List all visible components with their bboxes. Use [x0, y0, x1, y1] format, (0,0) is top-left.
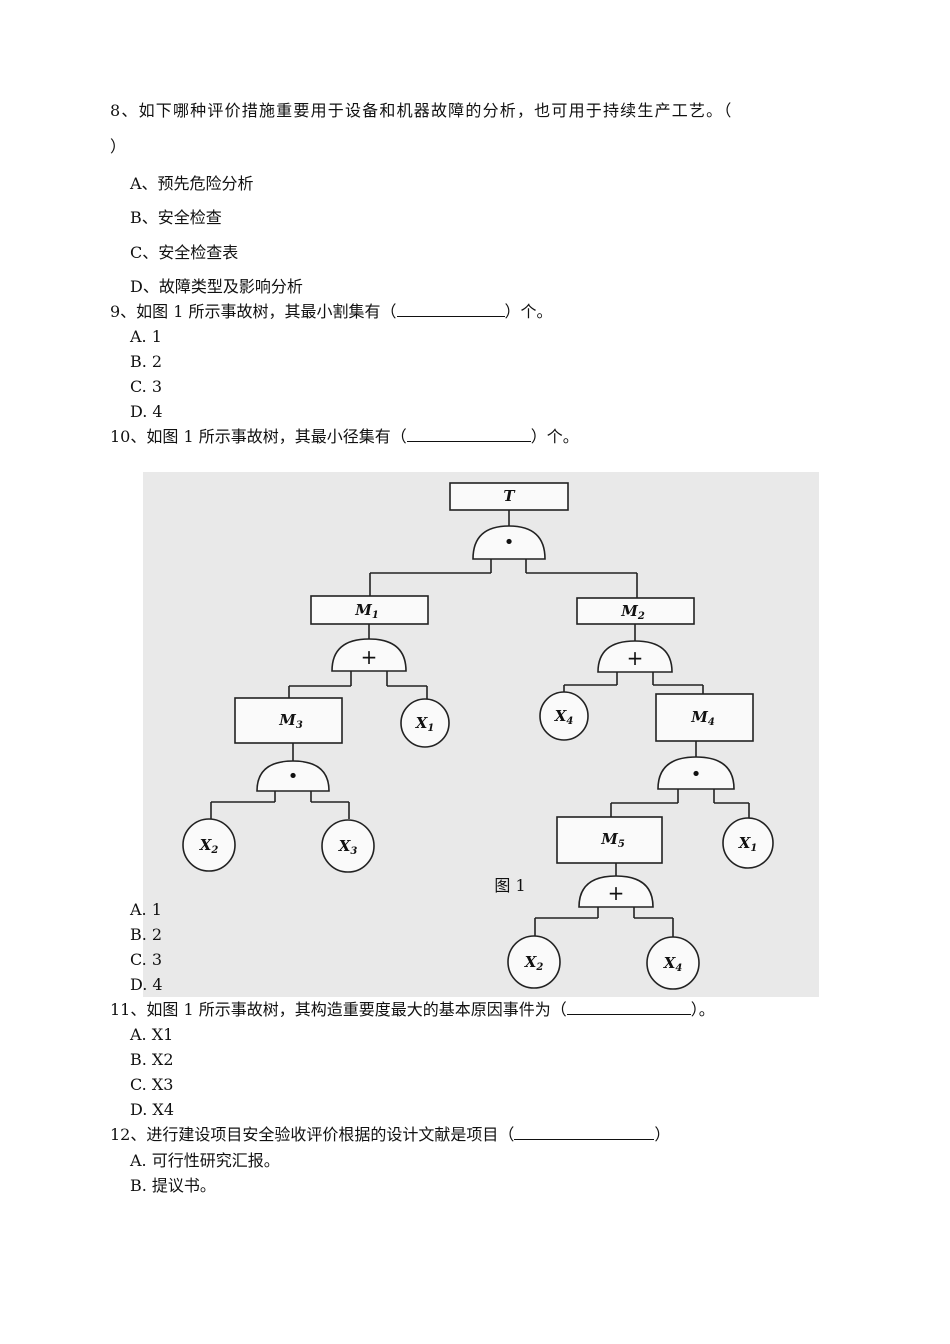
- question-9-stem-after: ）个。: [504, 302, 553, 321]
- question-12-stem: 12、进行建设项目安全验收评价根据的设计文献是项目（ ）: [110, 1125, 670, 1145]
- question-10-option-d: D. 4: [130, 975, 163, 994]
- question-9-option-b: B. 2: [130, 352, 163, 371]
- question-11-stem: 11、如图 1 所示事故树，其构造重要度最大的基本原因事件为（ ）。: [110, 1000, 715, 1020]
- event-x4-label: X4: [663, 954, 683, 974]
- question-12-option-a: A. 可行性研究汇报。: [130, 1151, 280, 1170]
- question-8-option-d: D、故障类型及影响分析: [130, 277, 303, 296]
- question-11-stem-after: ）。: [690, 1000, 715, 1019]
- question-10-option-a: A. 1: [130, 900, 162, 919]
- question-12-stem-after: ）: [654, 1125, 671, 1144]
- question-11-stem-before: 11、如图 1 所示事故树，其构造重要度最大的基本原因事件为（: [110, 1000, 567, 1019]
- figure-caption: 图 1: [494, 876, 525, 895]
- event-x4-label: X4: [554, 707, 574, 727]
- question-12-option-b: B. 提议书。: [130, 1176, 216, 1195]
- question-8-option-a: A、预先危险分析: [130, 174, 254, 193]
- event-x2-label: X2: [524, 953, 544, 973]
- event-x1-label: X1: [738, 834, 758, 854]
- question-10-stem: 10、如图 1 所示事故树，其最小径集有（ ）个。: [110, 427, 579, 447]
- question-11-option-a: A. X1: [130, 1025, 174, 1044]
- event-m5-label: M5: [600, 830, 625, 850]
- question-9-option-c: C. 3: [130, 377, 163, 396]
- question-9-stem: 9、如图 1 所示事故树，其最小割集有（ ）个。: [110, 302, 553, 322]
- event-m1-label: M1: [354, 601, 379, 621]
- event-m4-label: M4: [690, 708, 715, 728]
- question-8-option-c: C、安全检查表: [130, 243, 239, 262]
- question-10-option-b: B. 2: [130, 925, 163, 944]
- question-11-option-c: C. X3: [130, 1075, 174, 1094]
- or-gate-symbol: +: [627, 646, 644, 670]
- question-10-stem-before: 10、如图 1 所示事故树，其最小径集有（: [110, 427, 407, 446]
- event-m2-label: M2: [620, 602, 645, 622]
- question-8-stem-close: ）: [110, 137, 127, 156]
- or-gate-symbol: +: [361, 645, 378, 669]
- event-m3-label: M3: [278, 711, 303, 731]
- fault-tree-figure: • + • + • + T M1 M2 M3 M4 M5 X1 X4 X2 X3…: [143, 472, 819, 997]
- or-gate-symbol: +: [608, 881, 625, 905]
- question-8-stem: 8、如下哪种评价措施重要用于设备和机器故障的分析，也可用于持续生产工艺。（: [110, 101, 733, 120]
- answer-blank[interactable]: [396, 302, 505, 317]
- answer-blank[interactable]: [514, 1125, 655, 1140]
- question-9-option-d: D. 4: [130, 402, 163, 421]
- question-11-option-b: B. X2: [130, 1050, 174, 1069]
- answer-blank[interactable]: [566, 1000, 691, 1015]
- event-x1-label: X1: [415, 714, 435, 734]
- and-gate-symbol: •: [288, 766, 299, 787]
- question-8-option-b: B、安全检查: [130, 208, 222, 227]
- answer-blank[interactable]: [406, 427, 531, 442]
- and-gate-symbol: •: [504, 532, 515, 553]
- and-gate-symbol: •: [691, 764, 702, 785]
- question-10-stem-after: ）个。: [530, 427, 579, 446]
- question-10-option-c: C. 3: [130, 950, 163, 969]
- question-9-option-a: A. 1: [130, 327, 162, 346]
- question-12-stem-before: 12、进行建设项目安全验收评价根据的设计文献是项目（: [110, 1125, 515, 1144]
- top-event-label: T: [503, 487, 516, 505]
- question-11-option-d: D. X4: [130, 1100, 174, 1119]
- question-9-stem-before: 9、如图 1 所示事故树，其最小割集有（: [110, 302, 397, 321]
- event-x3-label: X3: [338, 837, 358, 857]
- event-x2-label: X2: [199, 836, 219, 856]
